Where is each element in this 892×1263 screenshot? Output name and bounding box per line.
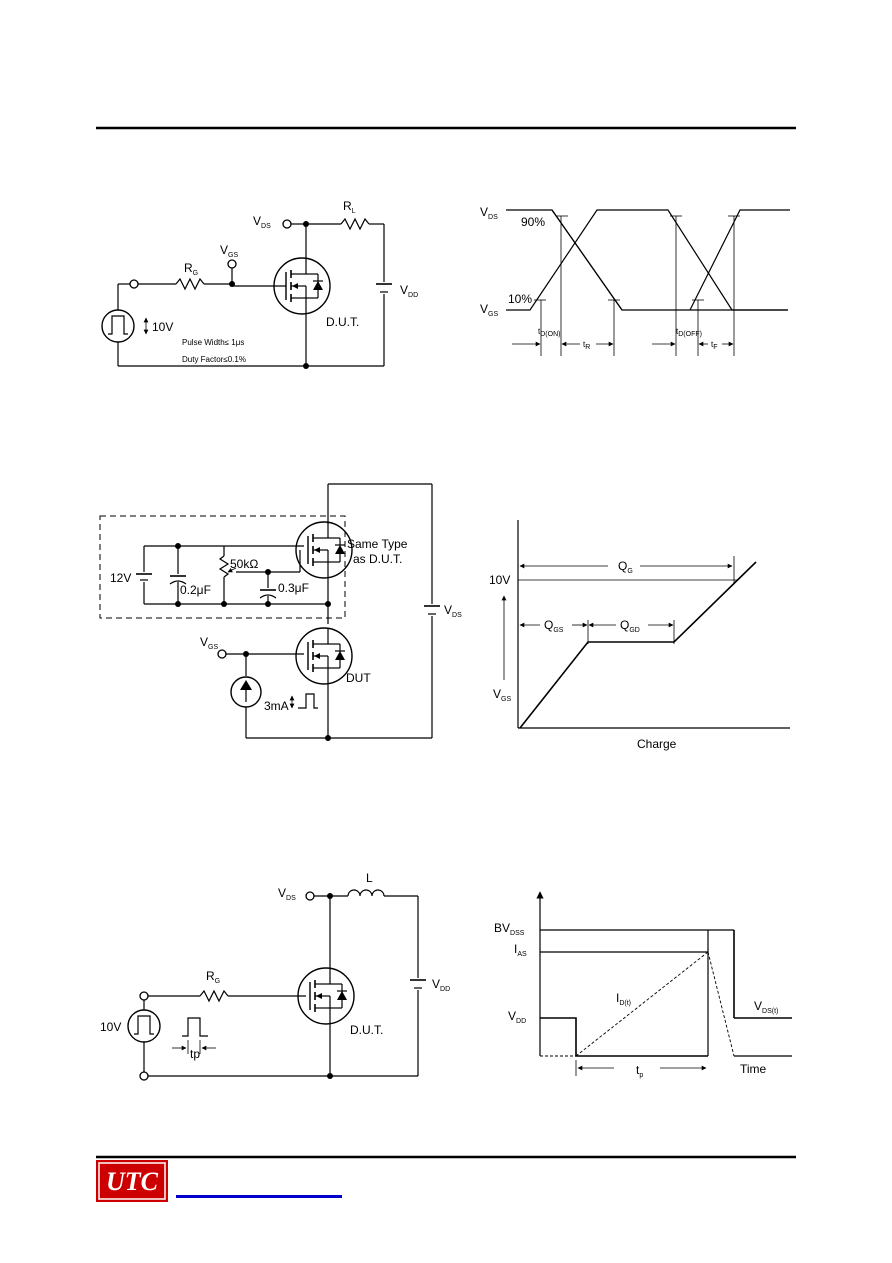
dut-label-gc: DUT xyxy=(346,671,371,685)
ninety-percent-label: 90% xyxy=(521,215,545,229)
dut-mosfet-gc xyxy=(295,627,353,685)
gate-charge-curve xyxy=(519,561,757,729)
c03-label: 0.3μF xyxy=(278,581,309,595)
vdd-label-av: VDD xyxy=(432,977,450,993)
vds-t-label: VDS(t) xyxy=(754,999,778,1015)
dut-label-av: D.U.T. xyxy=(350,1023,383,1037)
qg-label: QG xyxy=(618,559,633,575)
reference-box xyxy=(99,515,346,619)
r50k-label: 50kΩ xyxy=(230,557,258,571)
as-dut-label: as D.U.T. xyxy=(353,552,402,566)
dut-mosfet-av xyxy=(297,967,355,1025)
inductor xyxy=(347,889,385,897)
duty-factor: Duty Factor≤0.1% xyxy=(182,355,246,364)
vdd-level-label: VDD xyxy=(508,1009,526,1025)
gate-charge-test-circuit: 12V 50kΩ 0.2μF 0.3μF Same Type as D.U.T.… xyxy=(99,483,462,741)
current-source xyxy=(230,676,262,708)
qgs-label: QGS xyxy=(544,618,564,634)
vgs-terminal xyxy=(227,259,237,269)
c02-label: 0.2μF xyxy=(180,583,211,597)
reference-mosfet xyxy=(295,521,353,579)
vgs-axis-label: VGS xyxy=(493,687,511,703)
gate-charge-waveform: QG 10V QGS QGD VGS Charge xyxy=(489,520,790,751)
vgs-label: VGS xyxy=(220,243,238,259)
pulse-generator-av xyxy=(127,1009,161,1043)
td-on-label: tD(ON) xyxy=(538,327,560,338)
switching-test-circuit: VDS RL VGS RG VDD D.U.T. 10V Pulse Width… xyxy=(101,199,418,369)
inductor-label: L xyxy=(366,871,373,885)
waveform-vds-label: VDS xyxy=(480,205,498,221)
td-off-label: tD(OFF) xyxy=(676,327,702,338)
rl-resistor xyxy=(340,218,370,230)
i3ma-label: 3mA xyxy=(264,699,289,713)
waveform-vgs-label: VGS xyxy=(480,302,498,318)
id-label: ID(t) xyxy=(616,991,631,1007)
vds-label-gc: VDS xyxy=(444,603,462,619)
vds-label-av: VDS xyxy=(278,886,296,902)
vds-terminal xyxy=(282,219,292,229)
v12-label: 12V xyxy=(110,571,131,585)
v10-label-av: 10V xyxy=(100,1020,121,1034)
vgs-terminal-gc xyxy=(217,649,227,659)
rg-resistor-av xyxy=(199,990,229,1002)
logo-background xyxy=(96,1160,168,1202)
utc-logo: UTC xyxy=(96,1160,168,1202)
vds-trace-2 xyxy=(689,209,790,311)
tp-label: tp xyxy=(636,1063,643,1079)
qgd-label: QGD xyxy=(620,618,640,634)
vdd-battery-av xyxy=(410,979,426,989)
rg-label-av: RG xyxy=(206,969,220,985)
vds-label: VDS xyxy=(253,214,271,230)
tr-label: tR xyxy=(583,340,590,351)
rg-label: RG xyxy=(184,261,198,277)
rg-resistor xyxy=(175,278,205,290)
v10-label: 10V xyxy=(489,573,510,587)
vds-terminal-av xyxy=(305,891,315,901)
ias-label: IAS xyxy=(514,942,527,958)
avalanche-waveforms: BVDSS IAS ID(t) VDD VDS(t) tp Time xyxy=(494,891,792,1079)
same-type-label: Same Type xyxy=(347,537,408,551)
logo-text: UTC xyxy=(106,1167,159,1196)
avalanche-test-circuit: VDS L RG 10V tp VDD D.U.T. xyxy=(100,871,450,1081)
pulse-generator xyxy=(101,309,135,343)
footer-link-rule xyxy=(176,1195,342,1198)
vds-battery xyxy=(424,605,440,615)
pulse-width: Pulse Width≤ 1μs xyxy=(182,338,244,347)
vdd-label: VDD xyxy=(400,283,418,299)
ten-percent-label: 10% xyxy=(508,292,532,306)
dut-label: D.U.T. xyxy=(326,315,359,329)
pulse-amplitude: 10V xyxy=(152,320,173,334)
vds-avalanche-trace xyxy=(540,1017,708,1057)
charge-axis-label: Charge xyxy=(637,737,677,751)
switching-waveforms: VDS VGS 90% 10% tD(ON) tR tD(OFF) tF xyxy=(480,205,790,356)
tf-label: tF xyxy=(711,340,718,351)
tp-label-av: tp xyxy=(190,1047,200,1061)
vgs-label-gc: VGS xyxy=(200,635,218,651)
vds-trace-1 xyxy=(506,209,788,311)
time-label: Time xyxy=(740,1062,767,1076)
rl-label: RL xyxy=(343,199,356,215)
id-ramp xyxy=(575,951,709,1057)
vdd-battery xyxy=(376,283,392,293)
bvdss-label: BVDSS xyxy=(494,921,525,937)
vgs-trace xyxy=(506,209,788,311)
